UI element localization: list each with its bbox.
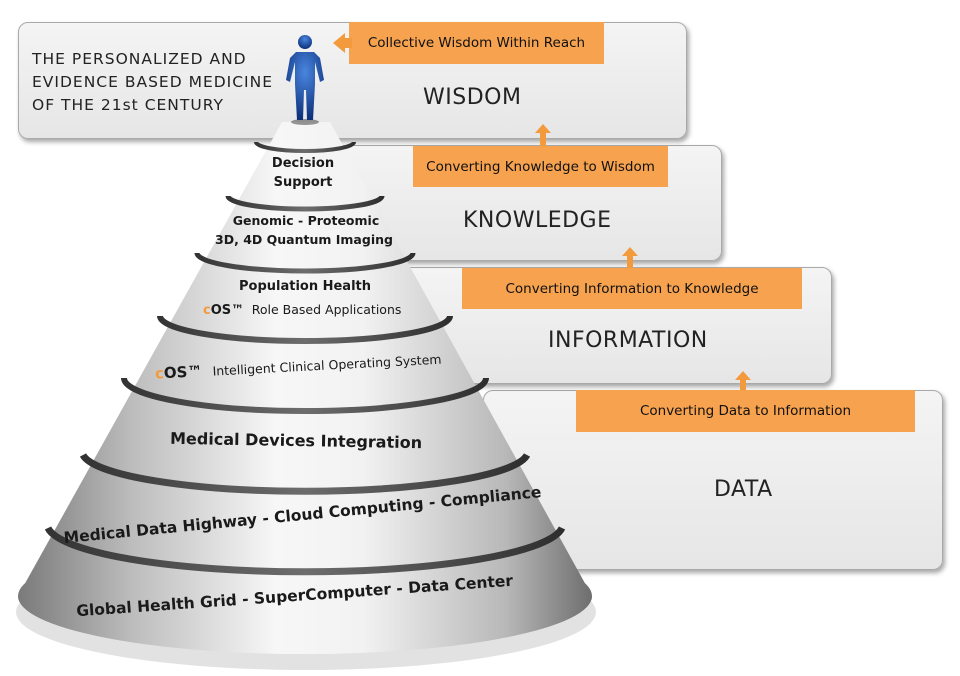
information-title: INFORMATION xyxy=(548,328,708,353)
wisdom-title: WISDOM xyxy=(423,85,522,110)
arrow-up-icon xyxy=(735,371,751,380)
arrow-up-icon xyxy=(540,133,546,146)
ring xyxy=(194,252,416,274)
cos-brand-c: c xyxy=(155,364,165,382)
arrow-up-icon xyxy=(622,247,638,256)
population-label: Population Health xyxy=(239,279,371,294)
ring xyxy=(225,195,385,212)
decision-label-1: Decision xyxy=(272,156,334,171)
pyramid-cone xyxy=(18,122,592,654)
genomic-label-1: Genomic - Proteomic xyxy=(233,213,380,228)
headline-line: THE PERSONALIZED AND xyxy=(32,50,247,68)
decision-label-2: Support xyxy=(274,175,333,190)
data-title: DATA xyxy=(714,477,773,502)
arrow-left-icon xyxy=(344,38,352,48)
headline-line: EVIDENCE BASED MEDICINE xyxy=(32,73,274,91)
pyramid-rings xyxy=(44,141,566,576)
ring xyxy=(44,526,566,576)
information-tag: Converting Information to Knowledge xyxy=(462,268,802,309)
knowledge-title: KNOWLEDGE xyxy=(463,208,612,233)
data-tag: Converting Data to Information xyxy=(576,390,915,432)
genomic-label-2: 3D, 4D Quantum Imaging xyxy=(215,232,393,247)
cos-brand-c: c xyxy=(203,303,211,318)
ring xyxy=(121,377,489,414)
population-apps-label: Role Based Applications xyxy=(252,302,402,317)
arrow-up-icon xyxy=(740,380,746,390)
human-figure-icon xyxy=(286,35,324,125)
ring xyxy=(254,141,356,153)
devices-label: Medical Devices Integration xyxy=(170,429,422,452)
ring xyxy=(79,453,531,495)
cos-brand-os: OS™ xyxy=(211,303,244,318)
arrow-up-icon xyxy=(535,124,551,133)
headline-line: OF THE 21st CENTURY xyxy=(32,96,224,114)
ring xyxy=(157,315,453,344)
population-brand: cOS™ Role Based Applications xyxy=(203,302,401,318)
arrow-left-icon xyxy=(333,33,345,53)
knowledge-tag: Converting Knowledge to Wisdom xyxy=(413,146,668,187)
arrow-up-icon xyxy=(627,256,633,268)
cos-brand-os: OS™ xyxy=(163,362,202,382)
wisdom-tag: Collective Wisdom Within Reach xyxy=(349,22,604,64)
headline: THE PERSONALIZED AND EVIDENCE BASED MEDI… xyxy=(32,48,273,117)
